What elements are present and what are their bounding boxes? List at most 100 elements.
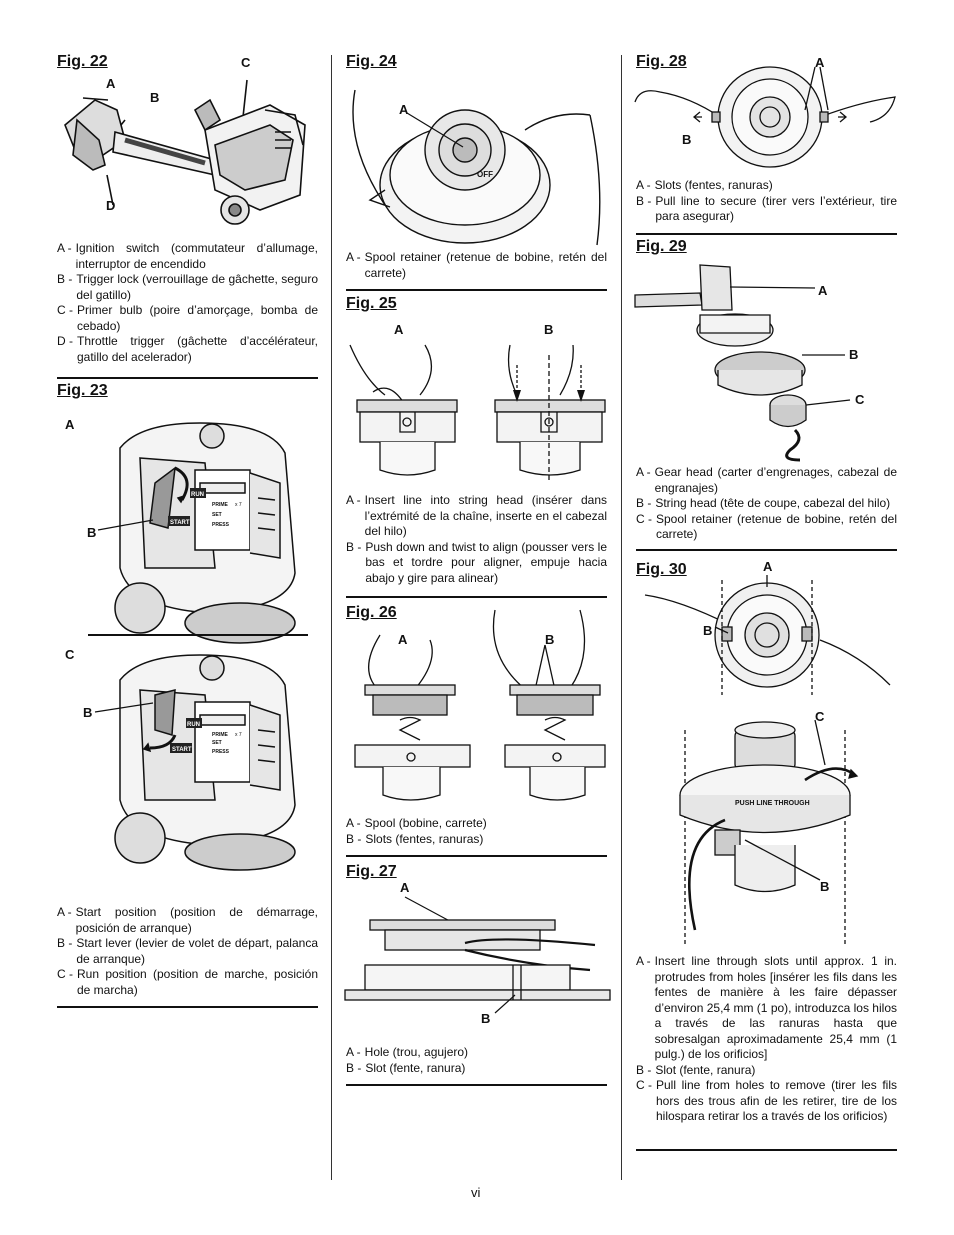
fig23-run-position-illustration: RUN START PRIME x 7 SET PRESS xyxy=(114,654,296,871)
fig28-caption-a: A -Slots (fentes, ranuras) xyxy=(636,178,773,192)
fig28-label-a: A xyxy=(815,55,825,70)
fig30-top-view-illustration xyxy=(644,575,891,695)
fig29-title: Fig. 29 xyxy=(636,238,687,255)
fig27-caption-a: A -Hole (trou, agujero) xyxy=(346,1045,469,1059)
fig29-assembly-illustration xyxy=(634,264,851,462)
fig22-label-a: A xyxy=(106,76,116,91)
fig23-label-a: A xyxy=(65,417,75,432)
fig30-caption-b: B -Slot (fente, ranura) xyxy=(636,1062,756,1077)
page-number: vi xyxy=(471,1185,481,1200)
fig27-title: Fig. 27 xyxy=(346,863,397,880)
fig23-bottom-press-text: PRESS xyxy=(212,749,230,755)
fig30-bottom-rule xyxy=(636,1149,897,1151)
fig25-caption: A -Insert line into string head (insérer… xyxy=(346,493,607,586)
column-divider-right xyxy=(621,55,622,1180)
fig30-label-a: A xyxy=(763,559,773,574)
fig23-caption-c: C -Run position (position de marche, pos… xyxy=(57,967,318,997)
fig26-caption-b: B -Slots (fentes, ranuras) xyxy=(346,831,484,846)
fig27-label-a: A xyxy=(400,880,410,895)
fig29-caption-c: C -Spool retainer (retenue de bobine, re… xyxy=(636,511,897,542)
fig29-label-c: C xyxy=(855,392,865,407)
fig26-label-b: B xyxy=(545,632,555,647)
fig24-bottom-rule xyxy=(346,289,607,291)
fig24-label-a: A xyxy=(399,102,409,117)
fig24-caption-a: A -Spool retainer (retenue de bobine, re… xyxy=(346,250,607,280)
fig30-ring-text: PUSH LINE THROUGH xyxy=(735,800,810,807)
fig23-bottom-start-tag: START xyxy=(172,747,192,753)
fig23-top-prime-text: PRIME xyxy=(212,502,229,508)
fig27-bottom-rule xyxy=(346,1084,607,1086)
fig22-caption-a: A -Ignition switch (commutateur d’alluma… xyxy=(57,241,318,271)
fig29-caption-b: B -String head (tête de coupe, cabezal d… xyxy=(636,496,891,510)
fig26-label-a: A xyxy=(398,632,408,647)
fig22-bottom-rule xyxy=(57,377,318,379)
fig30-side-view-illustration: PUSH LINE THROUGH xyxy=(679,719,859,945)
fig30-caption: A -Insert line through slots until appro… xyxy=(636,954,897,1125)
fig23-bottom-x7-text: x 7 xyxy=(235,732,242,738)
fig29-caption-a: A -Gear head (carter d’engrenages, cabez… xyxy=(636,465,897,495)
fig25-label-b: B xyxy=(544,322,554,337)
fig30-label-b-bottom: B xyxy=(820,879,830,894)
fig27-hole-slot-illustration xyxy=(344,896,611,1014)
fig25-caption-b: B -Push down and twist to align (pousser… xyxy=(346,539,607,585)
fig28-slots-illustration xyxy=(634,66,896,168)
fig26-caption: A -Spool (bobine, carrete) B -Slots (fen… xyxy=(346,816,607,847)
fig28-caption: A -Slots (fentes, ranuras) B -Pull line … xyxy=(636,178,897,225)
fig26-title: Fig. 26 xyxy=(346,604,397,621)
fig29-label-a: A xyxy=(818,283,828,298)
fig24-caption: A -Spool retainer (retenue de bobine, re… xyxy=(346,250,607,281)
fig23-top-set-text: SET xyxy=(212,512,222,518)
fig28-label-b: B xyxy=(682,132,692,147)
fig27-label-b: B xyxy=(481,1011,491,1026)
fig26-spool-slots-illustration xyxy=(354,609,606,801)
fig23-bottom-prime-text: PRIME xyxy=(212,732,229,738)
fig22-label-d: D xyxy=(106,198,116,213)
fig22-trimmer-illustration xyxy=(64,79,306,225)
fig30-label-c: C xyxy=(815,709,825,724)
fig24-title: Fig. 24 xyxy=(346,53,397,70)
fig25-caption-a: A -Insert line into string head (insérer… xyxy=(346,493,607,538)
fig23-caption: A -Start position (position de démarrage… xyxy=(57,905,318,998)
fig23-label-c: C xyxy=(65,647,75,662)
fig30-caption-c: C -Pull line from holes to remove (tirer… xyxy=(636,1078,897,1123)
fig23-label-b-bottom: B xyxy=(83,705,93,720)
fig29-bottom-rule xyxy=(636,549,897,551)
fig23-bottom-run-tag: RUN xyxy=(187,722,200,728)
fig25-title: Fig. 25 xyxy=(346,295,397,312)
fig30-title: Fig. 30 xyxy=(636,561,687,578)
fig23-top-x7-text: x 7 xyxy=(235,502,242,508)
fig22-caption-c: C -Primer bulb (poire d’amorçage, bomba … xyxy=(57,303,318,333)
fig26-bottom-rule xyxy=(346,855,607,857)
fig28-caption-b: B -Pull line to secure (tirer vers l’ext… xyxy=(636,193,897,224)
fig23-bottom-set-text: SET xyxy=(212,740,222,746)
fig23-b-leader-bottom xyxy=(94,702,154,713)
fig28-title: Fig. 28 xyxy=(636,53,687,70)
fig29-caption: A -Gear head (carter d’engrenages, cabez… xyxy=(636,465,897,543)
fig23-top-press-text: PRESS xyxy=(212,522,230,528)
column-divider-left xyxy=(331,55,332,1180)
fig26-caption-a: A -Spool (bobine, carrete) xyxy=(346,816,487,830)
fig23-top-start-tag: START xyxy=(170,520,190,526)
fig24-spool-illustration: OFF xyxy=(352,89,601,246)
fig28-bottom-rule xyxy=(636,233,897,235)
fig23-start-position-illustration: RUN START PRIME x 7 SET PRESS xyxy=(114,422,296,644)
fig22-label-b: B xyxy=(150,90,160,105)
fig22-caption-d: D -Throttle trigger (gâchette d’accéléra… xyxy=(57,334,318,364)
fig27-caption-b: B -Slot (fente, ranura) xyxy=(346,1060,466,1075)
fig23-bottom-rule xyxy=(57,1006,318,1008)
fig23-b-leader-top xyxy=(97,519,154,531)
fig30-caption-a: A -Insert line through slots until appro… xyxy=(636,954,897,1061)
fig25-bottom-rule xyxy=(346,596,607,598)
fig23-panel-divider xyxy=(88,634,308,636)
fig23-caption-a: A -Start position (position de démarrage… xyxy=(57,905,318,935)
fig25-label-a: A xyxy=(394,322,404,337)
fig23-top-run-tag: RUN xyxy=(191,492,204,498)
fig27-caption: A -Hole (trou, agujero) B -Slot (fente, … xyxy=(346,1045,607,1076)
fig22-caption-b: B -Trigger lock (verrouillage de gâchett… xyxy=(57,272,318,302)
fig22-title: Fig. 22 xyxy=(57,53,108,70)
fig23-title: Fig. 23 xyxy=(57,382,108,399)
fig30-label-b-top: B xyxy=(703,623,713,638)
fig22-label-c: C xyxy=(241,55,251,70)
fig24-off-text: OFF xyxy=(477,170,493,179)
fig29-label-b: B xyxy=(849,347,859,362)
